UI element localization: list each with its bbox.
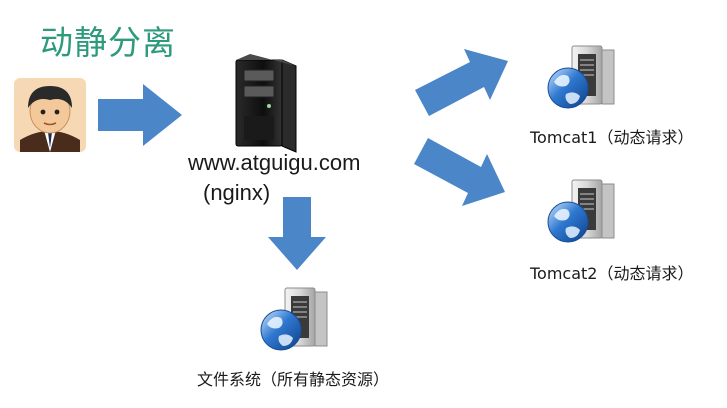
proxy-domain-label: www.atguigu.com [188, 150, 361, 175]
arrow-proxy-to-filesystem [268, 197, 326, 270]
user-avatar-icon [14, 78, 86, 152]
filesystem-label: 文件系统（所有静态资源） [197, 370, 390, 389]
tomcat2-server-icon [547, 179, 615, 243]
arrow-user-to-proxy [98, 84, 182, 146]
filesystem-server-icon [260, 287, 328, 351]
proxy-server-label: (nginx) [203, 180, 271, 205]
tomcat1-label: Tomcat1（动态请求） [530, 128, 694, 147]
tomcat1-server-icon [547, 45, 615, 109]
arrow-proxy-to-tomcat1 [415, 49, 508, 116]
arrow-proxy-to-tomcat2 [414, 138, 505, 206]
page-title: 动静分离 [40, 23, 176, 62]
tomcat2-label: Tomcat2（动态请求） [530, 264, 694, 283]
server-tower-icon [235, 54, 297, 153]
